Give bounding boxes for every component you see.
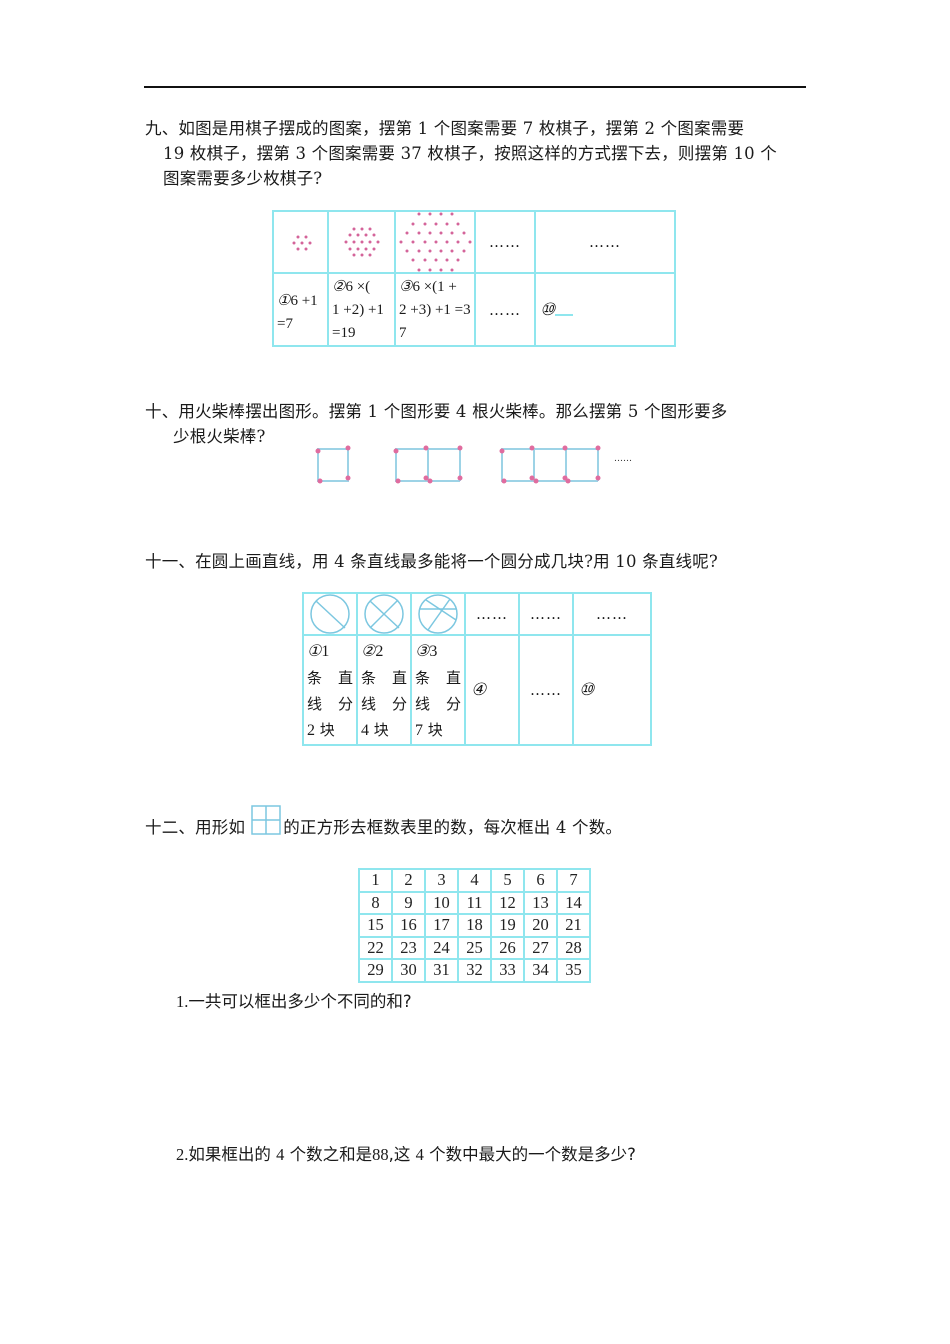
lines-10-answer[interactable]: ⑩ (572, 634, 652, 746)
circle-two-lines-icon (364, 594, 404, 634)
formula-2: ②6 ×( 1 +2) +1 =19 (327, 272, 396, 347)
pattern-10-cell: …… (534, 210, 676, 274)
formula-ellipsis: …… (474, 272, 536, 347)
pattern-2-cell (327, 210, 396, 274)
q10-line1: 十、用火柴棒摆出图形。摆第 1 个图形要 4 根火柴棒。那么摆第 5 个图形要多 (145, 402, 728, 421)
lines-1-result: ①1 条 直 线 分 2 块 (302, 634, 358, 746)
circle-ellipsis-1: …… (464, 592, 520, 636)
lines-ellipsis: …… (518, 634, 574, 746)
circle-3-cell (410, 592, 466, 636)
sub-question-2: 2.如果框出的 4 个数之和是88,这 4 个数中最大的一个数是多少? (176, 1145, 636, 1164)
pattern-ellipsis-cell: …… (474, 210, 536, 274)
q12-prefix: 十二、用形如 (145, 818, 246, 837)
lines-2-result: ②2 条 直 线 分 4 块 (356, 634, 412, 746)
q12-suffix: 的正方形去框数表里的数，每次框出 4 个数。 (283, 818, 623, 837)
formula-10-answer: ⑩ (534, 272, 676, 347)
formula-1: ①6 +1 =7 (272, 272, 329, 347)
two-by-two-square-icon (251, 805, 281, 835)
answer-blank[interactable] (555, 313, 574, 316)
chess-dots-pattern-3-icon (399, 212, 472, 272)
circle-2-cell (356, 592, 412, 636)
q11-line1: 十一、在圆上画直线，用 4 条直线最多能将一个圆分成几块?用 10 条直线呢? (145, 552, 718, 571)
q9-pattern-table: …… …… ①6 +1 =7 ②6 ×( 1 +2) +1 =19 ③6 ×(1… (272, 210, 676, 347)
chess-dots-pattern-2-icon (344, 227, 379, 257)
question-12-text: 十二、用形如 的正方形去框数表里的数，每次框出 4 个数。 (145, 805, 815, 840)
q10-line2: 少根火柴棒? (173, 427, 266, 446)
question-11-text: 十一、在圆上画直线，用 4 条直线最多能将一个圆分成几块?用 10 条直线呢? (145, 549, 815, 574)
circle-three-lines-icon (418, 594, 458, 634)
circle-1-cell (302, 592, 358, 636)
question-9-text: 九、如图是用棋子摆成的图案，摆第 1 个图案需要 7 枚棋子，摆第 2 个图案需… (145, 116, 815, 191)
pattern-3-cell (394, 210, 476, 274)
matchstick-ellipsis: …… (614, 454, 632, 464)
matchstick-figures-icon (315, 445, 601, 484)
lines-3-result: ③3 条 直 线 分 7 块 (410, 634, 466, 746)
circle-one-line-icon (310, 594, 350, 634)
q9-line3: 图案需要多少枚棋子? (163, 169, 323, 188)
sub-question-1: 1.一共可以框出多少个不同的和? (176, 992, 412, 1011)
header-rule (144, 86, 806, 88)
circle-ellipsis-2: …… (518, 592, 574, 636)
lines-4-answer[interactable]: ④ (464, 634, 520, 746)
q9-line2: 19 枚棋子，摆第 3 个图案需要 37 枚棋子，按照这样的方式摆下去，则摆第 … (163, 144, 777, 163)
q11-circle-table: …… …… …… ①1 条 直 线 分 2 块 ②2 条 直 线 分 4 块 ③… (302, 592, 652, 746)
formula-3: ③6 ×(1 + 2 +3) +1 =3 7 (394, 272, 476, 347)
circle-ellipsis-3: …… (572, 592, 652, 636)
question-10-text: 十、用火柴棒摆出图形。摆第 1 个图形要 4 根火柴棒。那么摆第 5 个图形要多… (145, 399, 815, 449)
q9-line1: 九、如图是用棋子摆成的图案，摆第 1 个图案需要 7 枚棋子，摆第 2 个图案需… (145, 119, 745, 138)
pattern-1-cell (272, 210, 329, 274)
chess-dots-pattern-1-icon (292, 235, 311, 251)
